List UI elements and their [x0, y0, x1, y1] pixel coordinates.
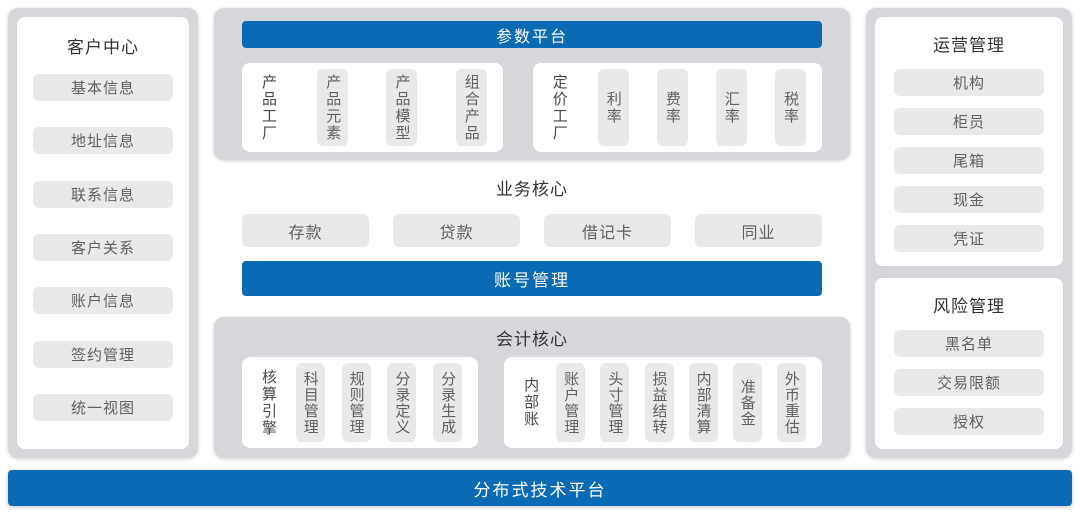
management-panel: 运营管理 机构 柜员 尾箱 现金 凭证 风险管理 黑名单 交易限额 授权	[866, 8, 1072, 458]
business-core-item-debit-card: 借记卡	[544, 214, 671, 247]
customer-center-item-account-info: 账户信息	[33, 287, 173, 315]
risk-item-transaction-limit: 交易限额	[894, 369, 1044, 396]
customer-center-item-address-info: 地址信息	[33, 127, 173, 155]
product-factory-item-model: 产品模型	[386, 69, 418, 146]
internal-account-label: 内部账	[522, 377, 540, 428]
customer-center-card: 客户中心 基本信息 地址信息 联系信息 客户关系 账户信息 签约管理 统一视图	[17, 17, 189, 449]
pricing-factory-item-tax-rate: 税率	[774, 69, 806, 146]
customer-center-panel: 客户中心 基本信息 地址信息 联系信息 客户关系 账户信息 签约管理 统一视图	[8, 8, 198, 458]
accounting-engine-label: 核算引擎	[260, 368, 277, 437]
distributed-tech-platform-bar: 分布式技术平台	[8, 470, 1072, 506]
business-core-item-deposit: 存款	[242, 214, 369, 247]
business-core-title: 业务核心	[496, 180, 568, 199]
accounting-core-panel: 会计核心 核算引擎 科目管理 规则管理 分录定义 分录生成 内部账 账户管理 头…	[214, 317, 850, 458]
operations-list: 机构 柜员 尾箱 现金 凭证	[893, 69, 1045, 252]
product-factory-item-element: 产品元素	[317, 69, 349, 146]
pricing-factory-label: 定价工厂	[550, 73, 568, 142]
internal-item-internal-clearing: 内部清算	[688, 363, 718, 442]
pricing-factory-card: 定价工厂 利率 费率 汇率 税率	[532, 63, 822, 152]
accounting-core-cards: 核算引擎 科目管理 规则管理 分录定义 分录生成 内部账 账户管理 头寸管理 损…	[242, 357, 822, 448]
operations-item-cash: 现金	[894, 186, 1044, 213]
engine-item-entry-definition: 分录定义	[387, 363, 417, 442]
pricing-factory-item-interest-rate: 利率	[597, 69, 629, 146]
operations-item-institution: 机构	[894, 69, 1044, 96]
account-management-bar: 账号管理	[242, 261, 822, 296]
accounting-core-title: 会计核心	[496, 330, 568, 349]
internal-item-pl-carryover: 损益结转	[644, 363, 674, 442]
pricing-factory-item-exchange-rate: 汇率	[715, 69, 747, 146]
risk-title: 风险管理	[933, 297, 1005, 316]
parameter-platform-panel: 参数平台 产品工厂 产品元素 产品模型 组合产品 定价工厂 利率 费率 汇率 税…	[214, 8, 850, 160]
customer-center-item-contract-mgmt: 签约管理	[33, 340, 173, 368]
parameter-platform-header: 参数平台	[242, 21, 822, 48]
engine-item-entry-generation: 分录生成	[433, 363, 463, 442]
operations-item-teller: 柜员	[894, 108, 1044, 135]
internal-item-fx-revaluation: 外币重估	[776, 363, 806, 442]
accounting-engine-card: 核算引擎 科目管理 规则管理 分录定义 分录生成	[242, 357, 479, 448]
diagram-body: 客户中心 基本信息 地址信息 联系信息 客户关系 账户信息 签约管理 统一视图 …	[8, 8, 1072, 458]
customer-center-item-basic-info: 基本信息	[33, 74, 173, 101]
operations-item-voucher: 凭证	[894, 225, 1044, 252]
parameter-platform-cards: 产品工厂 产品元素 产品模型 组合产品 定价工厂 利率 费率 汇率 税率	[242, 63, 822, 152]
risk-item-authorization: 授权	[894, 408, 1044, 435]
engine-item-subject-mgmt: 科目管理	[295, 363, 325, 442]
business-core-item-interbank: 同业	[695, 214, 822, 247]
business-core-items: 存款 贷款 借记卡 同业	[242, 214, 822, 247]
operations-item-cash-box: 尾箱	[894, 147, 1044, 174]
engine-item-rule-mgmt: 规则管理	[341, 363, 371, 442]
customer-center-item-unified-view: 统一视图	[33, 393, 173, 421]
operations-title: 运营管理	[933, 36, 1005, 55]
customer-center-title: 客户中心	[67, 38, 139, 57]
internal-item-position-mgmt: 头寸管理	[600, 363, 630, 442]
business-core-section: 业务核心 存款 贷款 借记卡 同业 账号管理	[214, 160, 850, 317]
customer-center-item-contact-info: 联系信息	[33, 180, 173, 208]
product-factory-label: 产品工厂	[260, 73, 277, 142]
risk-list: 黑名单 交易限额 授权	[893, 330, 1045, 435]
operations-card: 运营管理 机构 柜员 尾箱 现金 凭证	[875, 17, 1063, 266]
internal-item-reserve: 准备金	[732, 363, 762, 442]
business-core-item-loan: 贷款	[393, 214, 520, 247]
risk-item-blacklist: 黑名单	[894, 330, 1044, 357]
internal-account-card: 内部账 账户管理 头寸管理 损益结转 内部清算 准备金 外币重估	[504, 357, 822, 448]
risk-card: 风险管理 黑名单 交易限额 授权	[875, 278, 1063, 449]
product-factory-item-bundle: 组合产品	[455, 69, 487, 146]
customer-center-item-customer-relation: 客户关系	[33, 233, 173, 261]
pricing-factory-item-fee-rate: 费率	[656, 69, 688, 146]
core-column: 参数平台 产品工厂 产品元素 产品模型 组合产品 定价工厂 利率 费率 汇率 税…	[214, 8, 850, 458]
internal-item-account-mgmt: 账户管理	[556, 363, 586, 442]
customer-center-list: 基本信息 地址信息 联系信息 客户关系 账户信息 签约管理 统一视图	[33, 74, 173, 421]
product-factory-card: 产品工厂 产品元素 产品模型 组合产品	[242, 63, 503, 152]
